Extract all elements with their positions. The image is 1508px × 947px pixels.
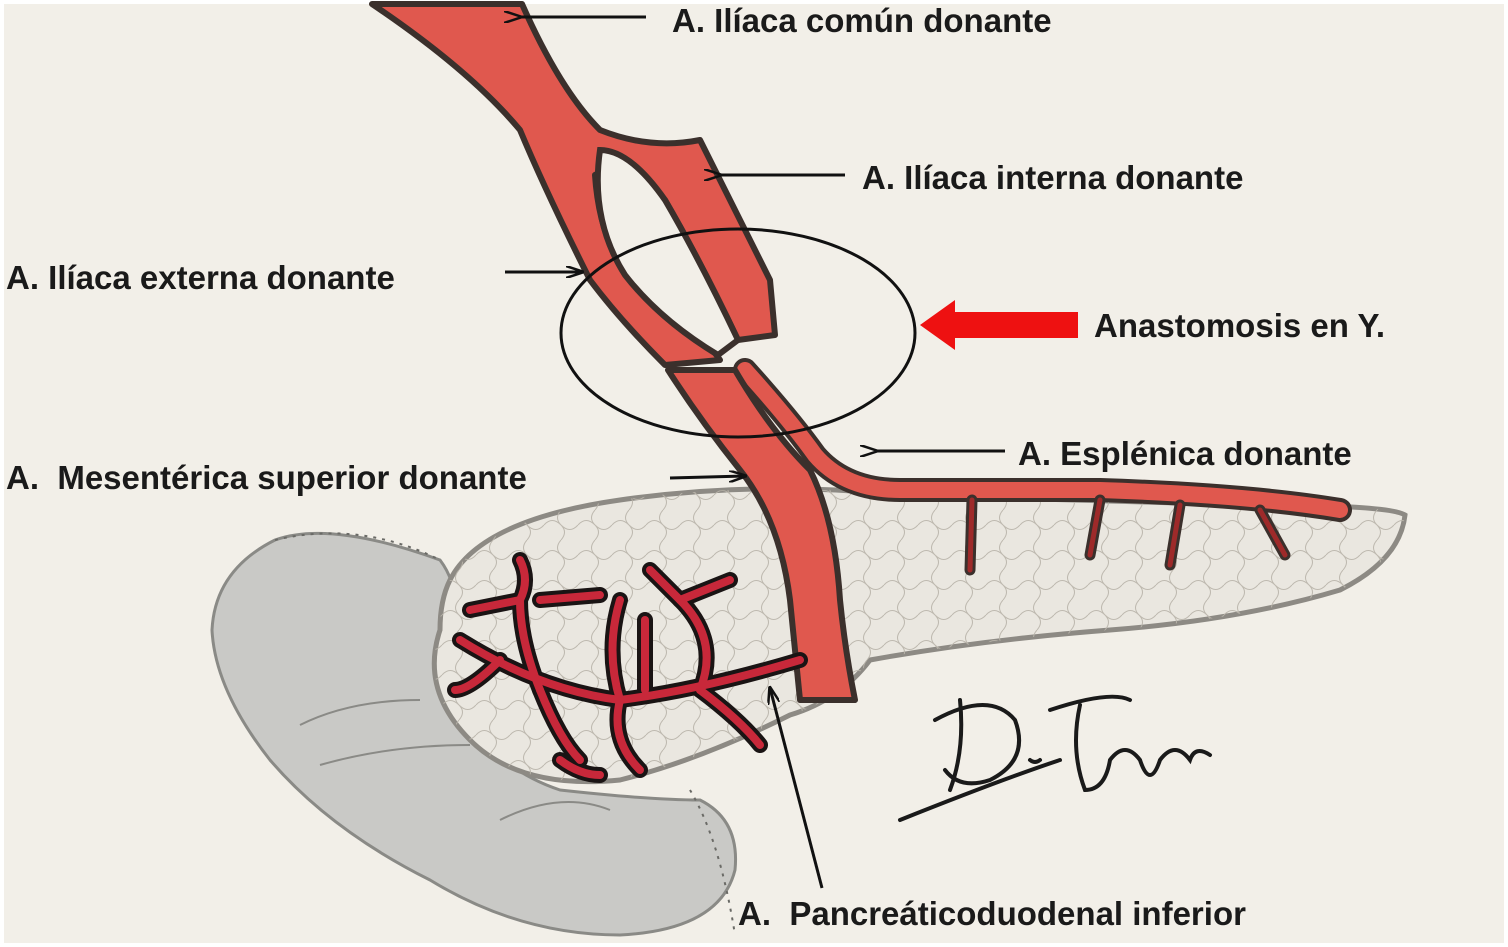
pointer-superior-mesenteric <box>669 476 745 478</box>
label-external-iliac: A. Ilíaca externa donante <box>6 259 395 296</box>
label-splenic: A. Esplénica donante <box>1018 435 1352 472</box>
label-internal-iliac: A. Ilíaca interna donante <box>862 159 1244 196</box>
pointer-pancreaticoduodenal <box>770 688 824 889</box>
anastomosis-pointer-arrow <box>920 300 1078 350</box>
signature <box>898 694 1212 822</box>
pancreaticoduodenal-network <box>447 552 808 783</box>
anastomosis-circle <box>559 227 917 439</box>
label-pancreaticoduodenal: A. Pancreáticoduodenal inferior <box>738 895 1246 932</box>
label-common-iliac: A. Ilíaca común donante <box>672 2 1052 39</box>
label-anastomosis: Anastomosis en Y. <box>1094 307 1385 344</box>
label-superior-mesenteric: A. Mesentérica superior donante <box>6 459 527 496</box>
